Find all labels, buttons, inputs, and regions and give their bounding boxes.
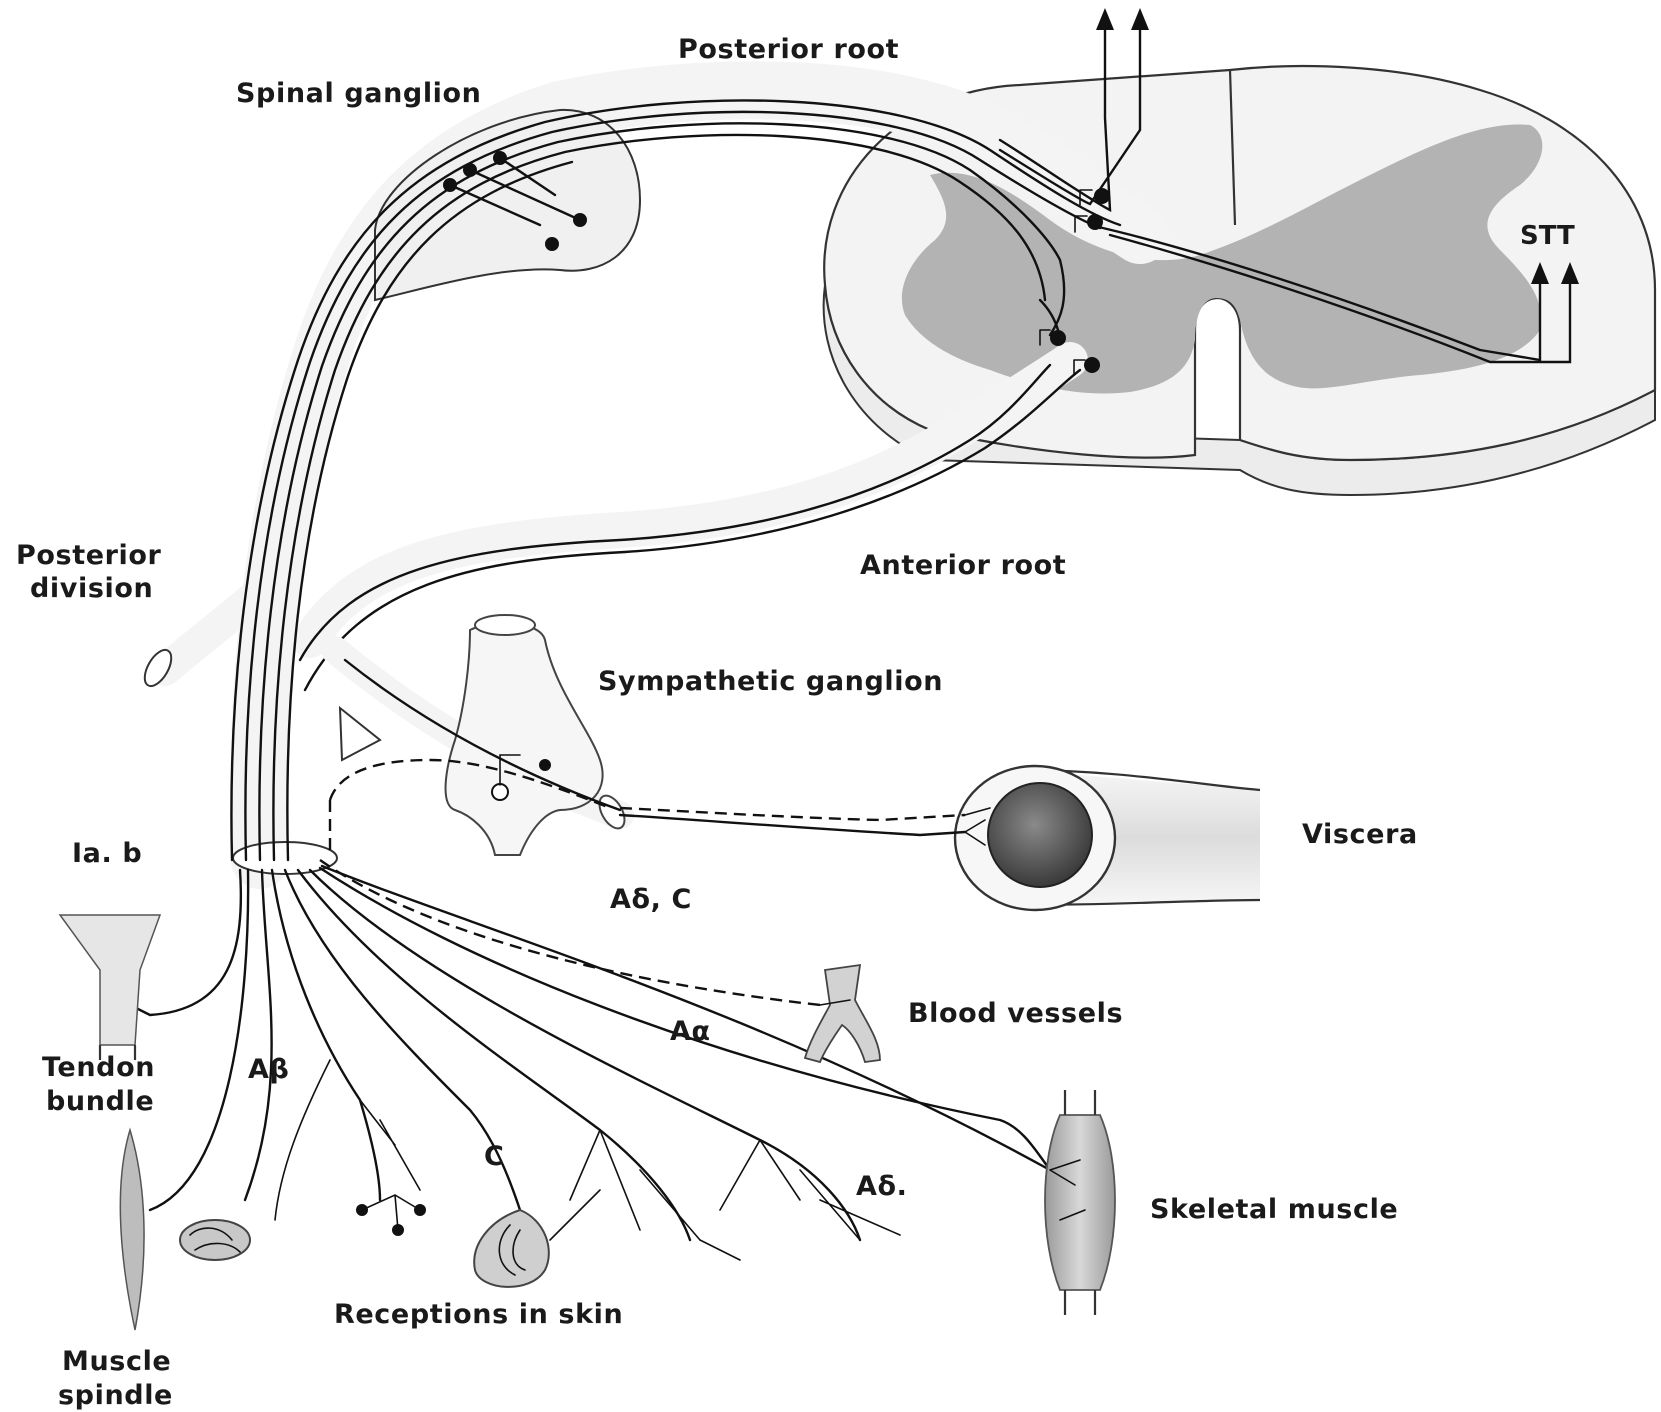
skeletal-muscle [1045, 1090, 1115, 1315]
label-sympathetic-ganglion: Sympathetic ganglion [598, 666, 943, 697]
label-spinal-ganglion: Spinal ganglion [236, 78, 482, 109]
label-skeletal-muscle: Skeletal muscle [1150, 1194, 1398, 1225]
label-blood-vessels: Blood vessels [908, 998, 1123, 1029]
sympathetic-ganglion [330, 615, 630, 855]
label-posterior-division-line1: Posterior [16, 540, 162, 571]
blood-vessel [805, 965, 880, 1062]
viscera [620, 766, 1260, 910]
pacinian-corpuscle [474, 1210, 549, 1287]
muscle-spindle [120, 1130, 144, 1330]
label-a-delta-c: Aδ, C [610, 884, 692, 915]
label-a-delta: Aδ. [856, 1171, 908, 1202]
label-tendon-bundle-line1: Tendon [42, 1052, 155, 1083]
label-ia-b: Ia. b [72, 838, 142, 869]
tendon-bundle [60, 915, 160, 1060]
label-posterior-division-line2: division [30, 573, 153, 604]
skin-receptor-coiled [180, 1220, 250, 1260]
label-anterior-root: Anterior root [860, 550, 1066, 581]
label-tendon-bundle-line2: bundle [46, 1086, 154, 1117]
label-a-beta: Aβ [248, 1054, 289, 1085]
label-receptions-in-skin: Receptions in skin [334, 1299, 623, 1330]
label-viscera: Viscera [1302, 819, 1418, 850]
label-muscle-spindle-line2: spindle [58, 1380, 173, 1411]
label-a-alpha: Aα [670, 1016, 711, 1047]
label-muscle-spindle-line1: Muscle [62, 1346, 171, 1377]
label-posterior-root: Posterior root [678, 34, 899, 65]
label-stt: STT [1520, 221, 1575, 251]
label-c: C [484, 1141, 504, 1172]
